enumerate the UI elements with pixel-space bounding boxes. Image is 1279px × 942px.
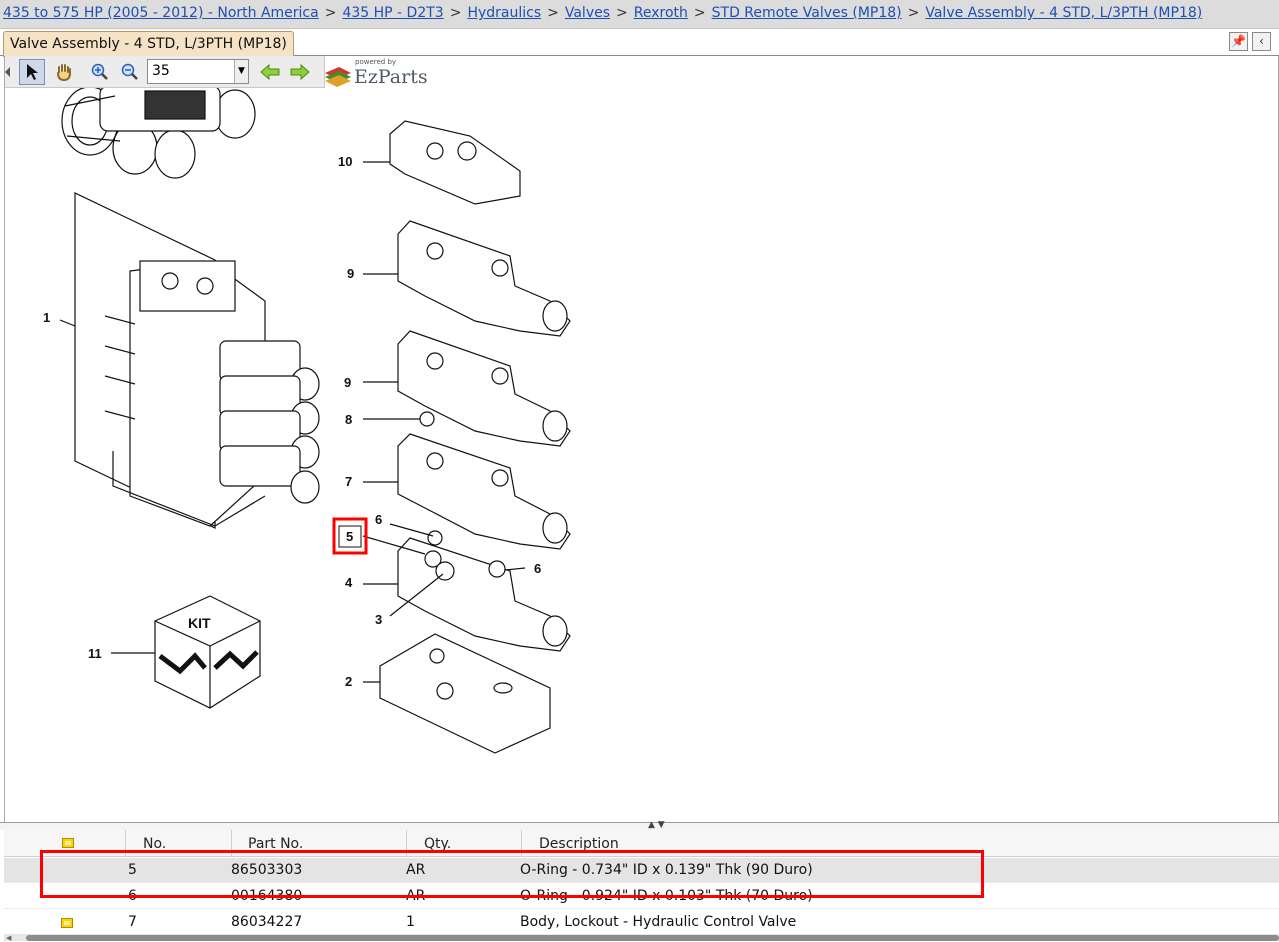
table-row[interactable]: 7 86034227 1 Body, Lockout - Hydraulic C…	[4, 910, 1279, 935]
zoom-level-value: 35	[152, 63, 170, 79]
header-icon-column[interactable]	[4, 830, 126, 857]
zoom-in-icon	[91, 63, 108, 80]
header-description[interactable]: Description	[539, 836, 619, 852]
breadcrumb-link-valve-assembly[interactable]: Valve Assembly - 4 STD, L/3PTH (MP18)	[925, 5, 1203, 21]
callout-5[interactable]: 5	[346, 529, 353, 544]
callout-5-box	[338, 525, 362, 548]
scroll-left-icon[interactable]: ◀	[6, 934, 12, 942]
row-description: Body, Lockout - Hydraulic Control Valve	[520, 914, 797, 930]
viewer-toolbar: 35 ▼	[5, 56, 325, 88]
callout-8[interactable]: 8	[345, 412, 352, 427]
chevron-down-icon[interactable]: ▼	[234, 60, 248, 83]
valve-section-4	[397, 530, 571, 652]
scrollbar-thumb[interactable]	[26, 935, 1279, 941]
callout-6b[interactable]: 6	[534, 561, 541, 576]
callout-10[interactable]: 10	[338, 154, 352, 169]
logo-name: EzParts	[354, 66, 428, 88]
ezparts-logo: powered by EzParts	[321, 57, 431, 89]
breadcrumb: 435 to 575 HP (2005 - 2012) - North Amer…	[0, 0, 1279, 29]
pan-hand-icon	[57, 64, 71, 81]
pane-splitter[interactable]: ▲ ▼	[0, 820, 1279, 830]
breadcrumb-link-remote-valves[interactable]: STD Remote Valves (MP18)	[711, 5, 902, 21]
plug-8	[419, 411, 435, 427]
callout-9a[interactable]: 9	[347, 266, 354, 281]
splitter-arrows-icon[interactable]: ▲ ▼	[648, 820, 665, 830]
breadcrumb-separator: >	[324, 5, 337, 21]
callout-7[interactable]: 7	[345, 474, 352, 489]
zoom-in-button[interactable]	[87, 59, 113, 85]
select-arrow-icon	[27, 64, 38, 80]
header-no[interactable]: No.	[126, 830, 232, 857]
tab-valve-assembly[interactable]: Valve Assembly - 4 STD, L/3PTH (MP18)	[3, 31, 294, 57]
breadcrumb-link-valves[interactable]: Valves	[564, 5, 611, 21]
tractor-thumbnail	[61, 85, 256, 179]
logo-powered-by: powered by	[355, 58, 397, 66]
row-no: 5	[128, 862, 137, 878]
horizontal-scrollbar[interactable]: ◀	[4, 934, 1279, 942]
callout-6a[interactable]: 6	[375, 512, 382, 527]
kit-box	[154, 595, 261, 709]
pan-tool-button[interactable]	[51, 59, 77, 85]
back-button[interactable]	[257, 59, 283, 85]
exploded-parts-diagram: 10 9 1 9 8 7 6 5 6 4 3 11 2 KIT	[43, 85, 571, 754]
callout-11[interactable]: 11	[88, 646, 102, 661]
valve-end-cap	[389, 120, 521, 205]
forward-button[interactable]	[287, 59, 313, 85]
header-part-no[interactable]: Part No.	[232, 830, 407, 857]
breadcrumb-separator: >	[449, 5, 462, 21]
valve-section-7	[397, 433, 571, 550]
valve-stack-assembly	[74, 192, 320, 529]
grid-header: No. Part No. Qty. Description	[4, 830, 1279, 857]
callout-3[interactable]: 3	[375, 612, 382, 627]
zoom-out-icon	[121, 63, 138, 80]
breadcrumb-separator: >	[547, 5, 559, 21]
breadcrumb-separator: >	[693, 5, 706, 21]
row-qty: AR	[406, 888, 426, 904]
breadcrumb-link-engine[interactable]: 435 HP - D2T3	[342, 5, 444, 21]
kit-label: KIT	[188, 615, 211, 631]
toolbar-scroll-left-icon[interactable]	[5, 59, 13, 85]
row-part-no: 86503303	[231, 862, 303, 878]
note-icon	[62, 838, 74, 848]
parts-grid: No. Part No. Qty. Description 5 86503303…	[4, 830, 1279, 941]
breadcrumb-link-hydraulics[interactable]: Hydraulics	[467, 5, 542, 21]
callout-1[interactable]: 1	[43, 310, 50, 325]
row-part-no: 86034227	[231, 914, 303, 930]
callout-2[interactable]: 2	[345, 674, 352, 689]
row-part-no: 00164380	[231, 888, 303, 904]
table-row[interactable]: 6 00164380 AR O-Ring - 0.924" ID x 0.103…	[4, 884, 1279, 909]
header-qty[interactable]: Qty.	[407, 830, 522, 857]
tab-bar: Valve Assembly - 4 STD, L/3PTH (MP18) 📌 …	[0, 29, 1279, 57]
ezparts-books-icon	[325, 67, 351, 87]
valve-base-plate	[379, 633, 551, 754]
highlight-callout-5	[332, 517, 368, 555]
forward-arrow-icon	[290, 64, 310, 80]
row-qty: AR	[406, 862, 426, 878]
back-arrow-icon	[260, 64, 280, 80]
row-no: 6	[128, 888, 137, 904]
breadcrumb-link-rexroth[interactable]: Rexroth	[633, 5, 688, 21]
diagram-viewer[interactable]: 10 9 1 9 8 7 6 5 6 4 3 11 2 KIT	[4, 56, 1279, 822]
row-description: O-Ring - 0.924" ID x 0.103" Thk (70 Duro…	[520, 888, 813, 904]
breadcrumb-link-model[interactable]: 435 to 575 HP (2005 - 2012) - North Amer…	[3, 5, 319, 21]
row-no: 7	[128, 914, 137, 930]
table-row[interactable]: 5 86503303 AR O-Ring - 0.734" ID x 0.139…	[4, 858, 1279, 883]
note-icon[interactable]	[61, 918, 73, 928]
pin-icon[interactable]: 📌	[1229, 32, 1248, 51]
valve-section-9b	[397, 330, 571, 447]
valve-section-9a	[397, 220, 571, 337]
callout-9b[interactable]: 9	[344, 375, 351, 390]
select-tool-button[interactable]	[19, 59, 45, 85]
breadcrumb-separator: >	[616, 5, 628, 21]
breadcrumb-separator: >	[907, 5, 920, 21]
callout-4[interactable]: 4	[345, 575, 353, 590]
zoom-level-select[interactable]: 35 ▼	[147, 59, 249, 84]
row-description: O-Ring - 0.734" ID x 0.139" Thk (90 Duro…	[520, 862, 813, 878]
zoom-out-button[interactable]	[117, 59, 143, 85]
collapse-left-icon[interactable]: ‹	[1252, 32, 1271, 51]
row-qty: 1	[406, 914, 415, 930]
